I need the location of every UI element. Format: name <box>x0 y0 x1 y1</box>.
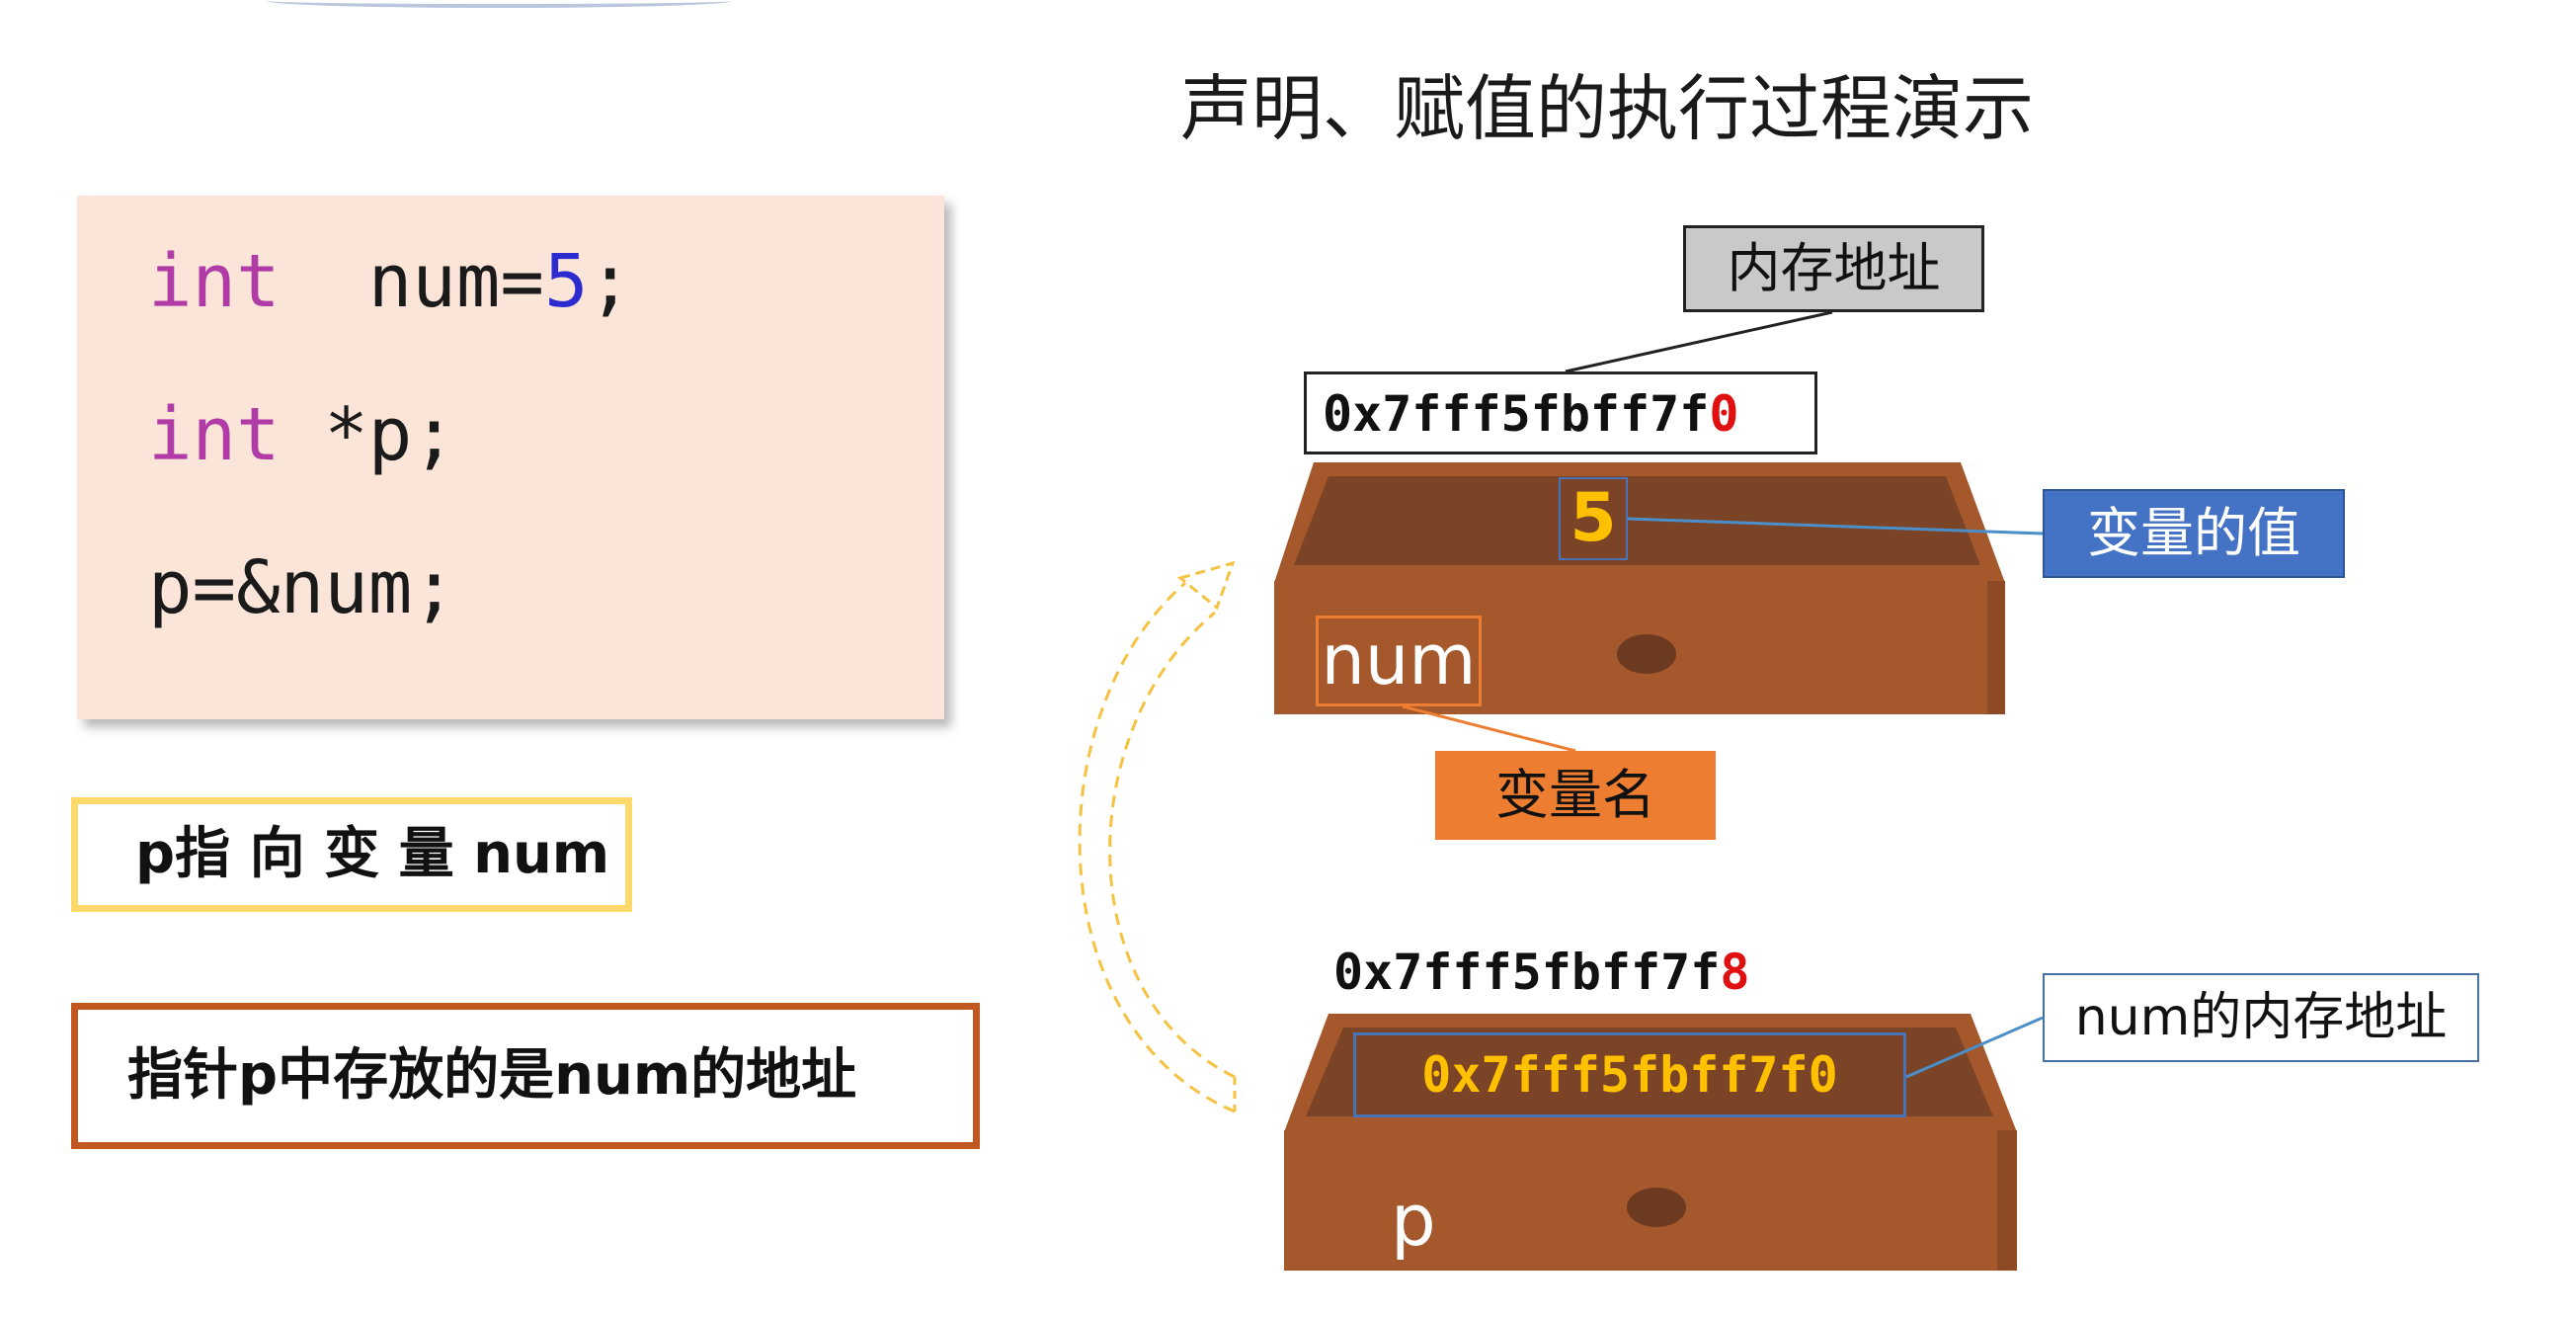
code-line-1: int num=5; <box>148 237 632 326</box>
code-rest: *p; <box>280 392 456 477</box>
p-address-last-digit: 8 <box>1720 944 1750 1001</box>
num-address-prefix: 0x7fff5fbff7f <box>1323 385 1710 443</box>
code-keyword: int <box>148 392 281 477</box>
connector-value <box>1627 517 2044 535</box>
p-address-prefix: 0x7fff5fbff7f <box>1333 944 1721 1001</box>
p-address: 0x7fff5fbff7f8 <box>1333 941 1749 1004</box>
drawer-p <box>1284 1014 2017 1271</box>
variable-name-p: p <box>1391 1179 1436 1262</box>
note-p-points-to-num: p指 向 变 量 num <box>71 797 632 912</box>
code-semicolon: ; <box>588 239 633 324</box>
code-number: 5 <box>543 239 589 324</box>
num-address: 0x7fff5fbff7f0 <box>1304 371 1817 454</box>
num-memory-address-label: num的内存地址 <box>2043 973 2479 1062</box>
p-stored-value: 0x7fff5fbff7f0 <box>1353 1032 1906 1117</box>
pointer-arrow <box>1078 560 1237 1113</box>
num-address-last-digit: 0 <box>1709 385 1739 443</box>
note-pointer-stores-address: 指针p中存放的是num的地址 <box>71 1003 980 1149</box>
code-line-2: int *p; <box>148 390 456 479</box>
code-keyword: int <box>148 239 281 324</box>
num-value: 5 <box>1559 477 1628 560</box>
top-decorative-arc <box>267 0 731 8</box>
code-identifier: num= <box>280 239 544 324</box>
variable-name-num: num <box>1316 616 1482 706</box>
code-card: int num=5; int *p; p=&num; <box>77 196 944 719</box>
code-line-3: p=&num; <box>148 545 456 630</box>
variable-name-label: 变量名 <box>1435 751 1716 840</box>
drawer-num <box>1274 462 2005 714</box>
connector-name <box>1402 704 1576 753</box>
variable-value-label: 变量的值 <box>2043 489 2345 578</box>
connector-stored-address <box>1905 1016 2044 1079</box>
connector-memory-address <box>1565 310 1833 373</box>
page-title: 声明、赋值的执行过程演示 <box>1180 67 2035 150</box>
memory-address-label: 内存地址 <box>1683 225 1984 312</box>
